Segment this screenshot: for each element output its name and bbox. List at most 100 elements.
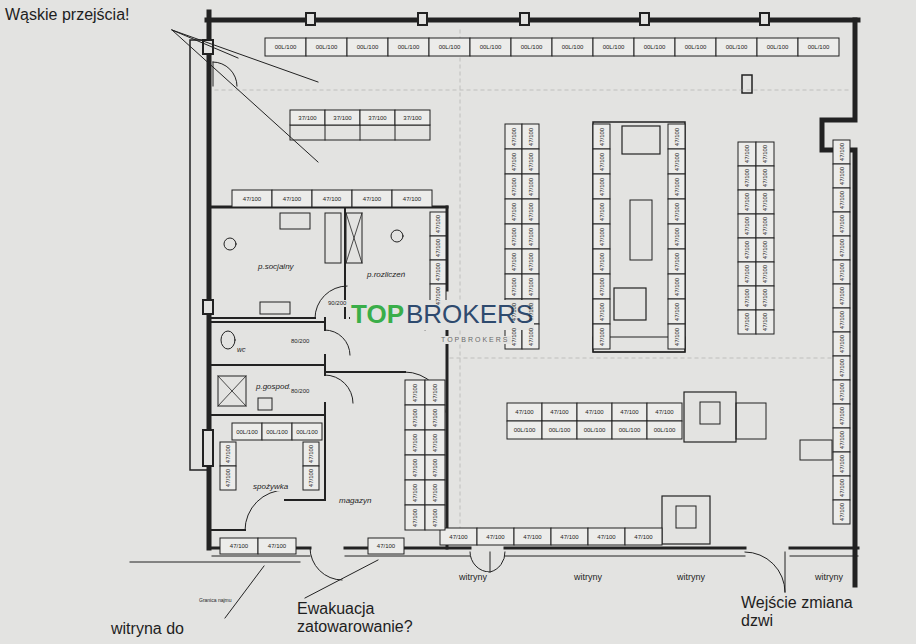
- shelf-cell: [756, 238, 774, 262]
- shelf-label: 00L/100: [767, 44, 789, 50]
- shelf-label: 47/100: [839, 239, 845, 257]
- window-label: witryny: [458, 572, 488, 582]
- shelf-cell: [425, 405, 445, 430]
- shelf-label: 00L/100: [603, 44, 625, 50]
- shelf-label: 00L/100: [808, 44, 830, 50]
- shelf-cell: [593, 274, 610, 299]
- shelf-label: 47/100: [599, 127, 605, 145]
- shelf-label: 47/100: [585, 409, 603, 415]
- shelf-label: 47/100: [674, 327, 680, 345]
- shelf-label: 47/100: [674, 177, 680, 195]
- shelf-label: 47/100: [762, 169, 768, 187]
- shelf-label: 47/100: [225, 469, 231, 487]
- shelf-label: 47/100: [634, 534, 652, 540]
- shelf-cell: [507, 421, 542, 439]
- shelf-label: 47/100: [674, 202, 680, 220]
- door-size: 90/200: [327, 300, 347, 307]
- shelf-cell: [220, 442, 236, 466]
- shelf-cell: [265, 38, 306, 56]
- shelf-label: 47/100: [599, 327, 605, 345]
- shelf-label: 47/100: [412, 508, 418, 526]
- shelf-label: 47/100: [528, 227, 534, 245]
- shelf-label: 00L/100: [398, 44, 420, 50]
- shelf-label: 47/100: [225, 445, 231, 463]
- shelf-label: 47/100: [528, 177, 534, 195]
- shelf-label: 47/100: [511, 227, 517, 245]
- shelf-label: 47/100: [597, 534, 615, 540]
- shelf-label: 00L/100: [296, 429, 318, 435]
- shelf-cell: [738, 214, 756, 238]
- shelf-label: 47/100: [744, 217, 750, 235]
- shelf-cell: [668, 249, 685, 274]
- shelf-cell: [552, 38, 593, 56]
- entrance-note: Wejście zmiana dzwi: [740, 594, 854, 631]
- shelf-label: 47/100: [432, 458, 438, 476]
- shelf-cell: [505, 149, 522, 174]
- shelf-label: 00L/100: [644, 44, 666, 50]
- shelf-cell: [430, 260, 446, 284]
- shelf-label: 47/100: [839, 479, 845, 497]
- shelf-cell: [425, 430, 445, 455]
- shelf-label: 47/100: [839, 455, 845, 473]
- shelf-label: 47/100: [839, 143, 845, 161]
- shelf-cell: [551, 528, 588, 545]
- window-label: witryny: [676, 572, 706, 582]
- evacuation-note: Ewakuacja zatowarowanie?: [296, 600, 468, 637]
- shelf-cell: [542, 403, 577, 421]
- shelf-cell: [352, 190, 392, 207]
- shelf-label: 47/100: [762, 193, 768, 211]
- shelf-cell: [425, 380, 445, 405]
- shelf-label: 37/100: [403, 115, 421, 121]
- shelf-label: 47/100: [744, 265, 750, 283]
- room-name: spożywka: [252, 482, 289, 491]
- shelf-label: 47/100: [283, 196, 301, 202]
- shelf-cell: [798, 38, 839, 56]
- shelf-label: 47/100: [839, 287, 845, 305]
- shelf-label: 47/100: [523, 534, 541, 540]
- shelf-label: 47/100: [528, 327, 534, 345]
- shelf-label: 47/100: [363, 196, 381, 202]
- shelf-label: 47/100: [762, 313, 768, 331]
- shelf-label: 47/100: [762, 217, 768, 235]
- shelf-label: 47/100: [435, 215, 441, 233]
- shelf-cell: [405, 455, 425, 480]
- shelf-label: 47/100: [435, 287, 441, 305]
- shelf-cell: [405, 505, 425, 530]
- shelf-label: 47/100: [511, 127, 517, 145]
- shelf-cell: [612, 421, 647, 439]
- shelf-label: 47/100: [511, 252, 517, 270]
- shelf-cell: [405, 405, 425, 430]
- shelf-cell: [430, 236, 446, 260]
- shelf-label: 47/100: [599, 302, 605, 320]
- shelf-label: 47/100: [230, 543, 248, 549]
- lease-boundary: Granica najmu: [198, 598, 233, 604]
- shelf-label: 37/100: [298, 115, 316, 121]
- shelf-cell: [625, 528, 662, 545]
- shelf-label: 47/100: [511, 177, 517, 195]
- window-label: witryny: [814, 572, 844, 582]
- shelf-label: 00L/100: [562, 44, 584, 50]
- shelf-label: 00L/100: [316, 44, 338, 50]
- shelf-label: 47/100: [412, 433, 418, 451]
- shelf-label: 47/100: [511, 327, 517, 345]
- shelf-cell: [232, 423, 262, 440]
- shelf-label: 47/100: [599, 227, 605, 245]
- shelf-label: 47/100: [435, 263, 441, 281]
- shelf-label: 47/100: [528, 252, 534, 270]
- shelf-cell: [405, 480, 425, 505]
- shelf-cell: [756, 166, 774, 190]
- shelf-cell: [668, 174, 685, 199]
- shelf-cell: [756, 190, 774, 214]
- shelf-label: 47/100: [674, 302, 680, 320]
- shelf-label: 47/100: [528, 152, 534, 170]
- shelf-cell: [505, 224, 522, 249]
- shelf-cell: [272, 190, 312, 207]
- shelf-label: 47/100: [839, 383, 845, 401]
- shelf-label: 47/100: [432, 483, 438, 501]
- shelf-label: 47/100: [674, 127, 680, 145]
- shelf-label: 47/100: [486, 534, 504, 540]
- shelf-label: 47/100: [599, 252, 605, 270]
- shelf-cell: [647, 421, 682, 439]
- shelf-cell: [833, 356, 850, 380]
- shelf-label: 47/100: [432, 433, 438, 451]
